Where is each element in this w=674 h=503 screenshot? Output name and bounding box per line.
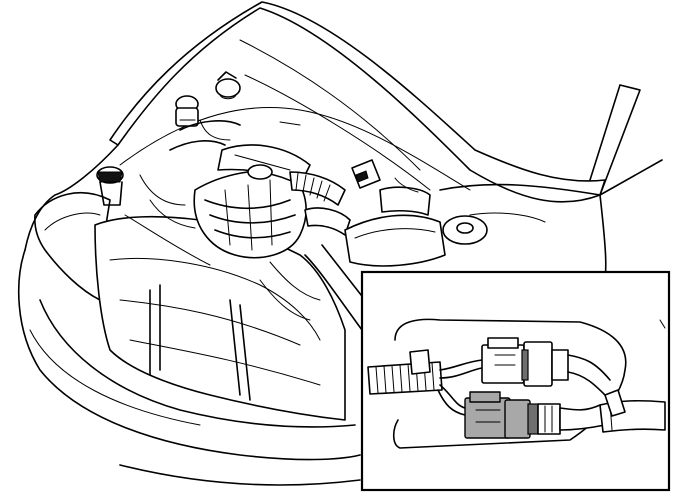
engine-bay <box>96 71 488 321</box>
wiring-harness <box>367 349 443 395</box>
callout-leader <box>304 254 363 331</box>
car-body <box>17 1 663 486</box>
left-fender <box>24 144 119 251</box>
air-filter-box <box>344 186 446 267</box>
upper-connector <box>481 337 611 396</box>
front-bumper <box>17 249 361 461</box>
brake-fluid-reservoir <box>215 71 241 100</box>
right-fender <box>439 84 641 196</box>
lower-connector <box>464 391 606 439</box>
main-cable <box>599 389 666 433</box>
washer-cap <box>175 95 199 127</box>
engine-block <box>169 120 311 259</box>
bay-sensor <box>351 159 381 189</box>
detail-inset <box>360 270 671 492</box>
strut-tower <box>442 215 488 245</box>
reservoir-cap <box>96 166 124 206</box>
